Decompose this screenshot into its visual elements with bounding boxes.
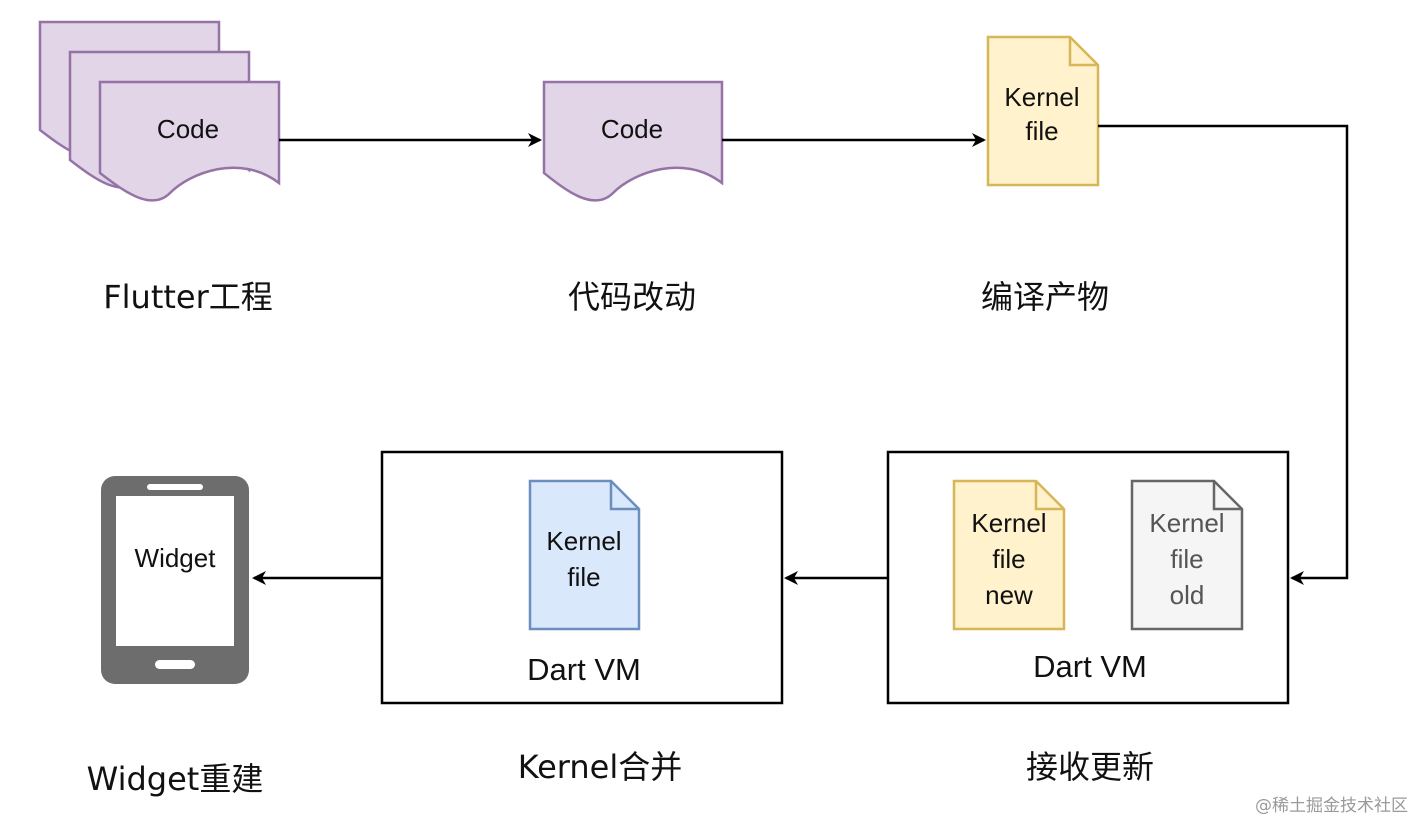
changed-code-doc: Code — [542, 80, 724, 202]
kernel-old-line1: Kernel — [1149, 508, 1224, 538]
watermark: @稀土掘金技术社区 — [1255, 796, 1408, 816]
kernel-old-line2: file — [1170, 544, 1203, 574]
phone-screen-text: Widget — [135, 543, 217, 573]
project-code-text: Code — [157, 114, 219, 144]
phone-icon: Widget — [101, 476, 249, 684]
dart-vm-receive-label: Dart VM — [1033, 649, 1147, 684]
kernel-merged-line2: file — [567, 562, 600, 592]
kernel-file-merged-doc: Kernel file — [528, 479, 641, 631]
label-compile-output: 编译产物 — [980, 278, 1110, 316]
label-receive-update: 接收更新 — [1025, 748, 1155, 786]
dart-vm-receive-box: Kernel file new Kernel file old Dart VM — [886, 450, 1290, 705]
kernel-file-old-doc: Kernel file old — [1130, 479, 1244, 631]
code-doc-front — [98, 80, 281, 202]
label-kernel-merge: Kernel合并 — [517, 748, 683, 786]
kernel-old-line3: old — [1170, 580, 1205, 610]
changed-code-text: Code — [601, 114, 663, 144]
kernel-file-doc: Kernel file — [986, 35, 1100, 187]
flutter-project-code-stack: Code — [38, 20, 281, 202]
label-code-change: 代码改动 — [567, 278, 697, 316]
label-widget-rebuild: Widget重建 — [86, 760, 264, 798]
kernel-new-line2: file — [992, 544, 1025, 574]
arrow-kernel-to-receive — [1098, 124, 1349, 585]
kernel-file-new-doc: Kernel file new — [952, 479, 1066, 631]
dart-vm-merge-box: Kernel file Dart VM — [380, 450, 784, 705]
kernel-new-line3: new — [985, 580, 1033, 610]
kernel-file-line1: Kernel — [1004, 82, 1079, 112]
label-flutter-project: Flutter工程 — [103, 278, 273, 316]
kernel-merged-line1: Kernel — [546, 526, 621, 556]
kernel-new-line1: Kernel — [971, 508, 1046, 538]
dart-vm-merge-label: Dart VM — [527, 652, 641, 687]
kernel-file-line2: file — [1025, 116, 1058, 146]
